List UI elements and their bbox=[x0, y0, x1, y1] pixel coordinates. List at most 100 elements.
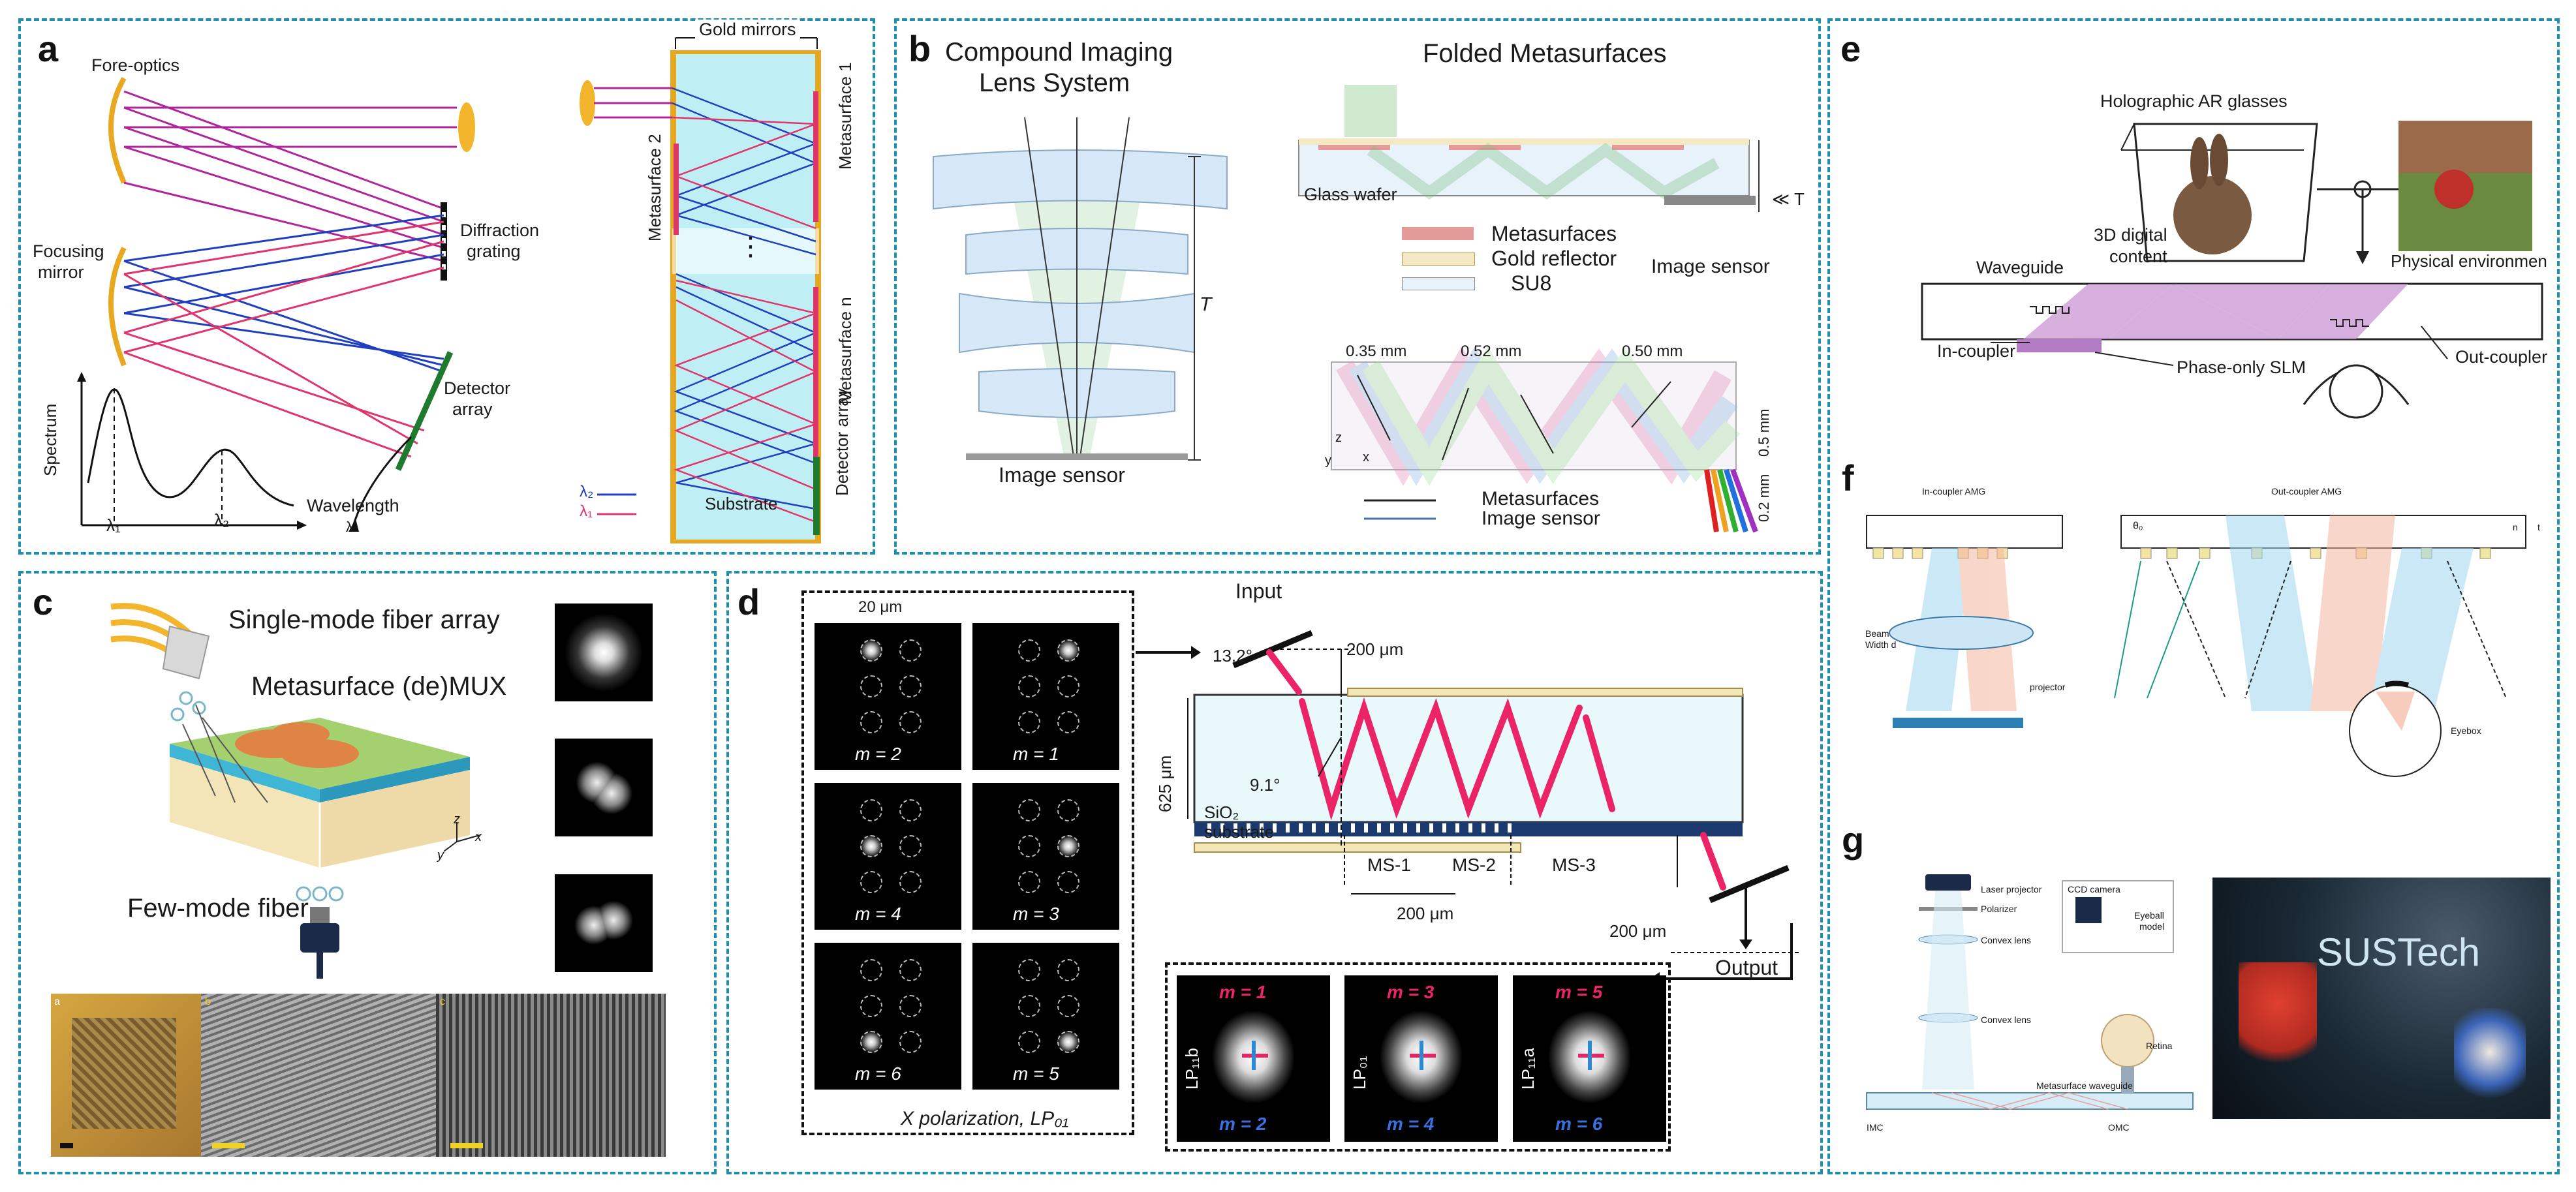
panel-c-label: c bbox=[33, 581, 54, 622]
axis-y-c: y bbox=[437, 848, 444, 863]
panel-a-label: a bbox=[38, 28, 59, 69]
panel-e bbox=[1827, 18, 2560, 1174]
micrograph-sub-a: a bbox=[54, 996, 60, 1007]
wavelength-axis-label: Wavelength bbox=[307, 496, 399, 515]
substrate-d-label: substrate bbox=[1204, 822, 1274, 842]
ccd-camera-label: CCD camera bbox=[2068, 884, 2120, 894]
legend2-metasurfaces: Metasurfaces bbox=[1482, 488, 1600, 510]
substrate-label: Substrate bbox=[705, 494, 778, 513]
folded-metasurface-diagram bbox=[1298, 85, 1760, 212]
upper-mirror bbox=[108, 77, 127, 184]
mode-spot bbox=[899, 639, 922, 662]
image-sensor-left-label: Image sensor bbox=[999, 463, 1125, 487]
mode-image-3 bbox=[555, 874, 653, 972]
focusing-mirror bbox=[108, 247, 127, 367]
mode-cell: m = 4 bbox=[815, 783, 961, 930]
detector-array-vertical-label: Detector array bbox=[832, 388, 852, 496]
mode-spot bbox=[899, 835, 922, 857]
mode-spot bbox=[1057, 675, 1079, 697]
diffraction-grating-label-1: Diffraction bbox=[460, 221, 540, 240]
mode-spot bbox=[899, 959, 922, 981]
mode-label: m = 2 bbox=[855, 744, 901, 764]
ms2-label: MS-2 bbox=[1452, 855, 1496, 875]
mode-spot bbox=[899, 675, 922, 697]
sustech-text: SUSTech bbox=[2317, 930, 2481, 974]
ellipsis-label: ⋮ bbox=[737, 232, 764, 261]
micrograph-c-scalebar bbox=[450, 1143, 483, 1148]
mode-spot bbox=[1018, 675, 1040, 697]
projector-label: projector bbox=[2030, 682, 2066, 692]
mode-spot bbox=[860, 835, 882, 857]
panel-a-folded-spectrometer bbox=[580, 37, 821, 543]
mode-spot bbox=[899, 871, 922, 893]
image-sensor-left-rect bbox=[966, 453, 1188, 460]
ll-tau-label: ≪ T bbox=[1772, 189, 1805, 209]
micrograph-c bbox=[436, 994, 666, 1157]
metasurface-1-label: Metasurface 1 bbox=[835, 62, 855, 170]
mode-spot bbox=[1018, 835, 1040, 857]
mode-image-2 bbox=[555, 739, 653, 836]
ms1-label: MS-1 bbox=[1367, 855, 1411, 875]
angle-91-label: 9.1° bbox=[1250, 775, 1280, 795]
mode-spot bbox=[1057, 1031, 1079, 1053]
mode-spot bbox=[1018, 959, 1040, 981]
dim-200-bottom-label: 200 μm bbox=[1397, 904, 1454, 923]
laser-projector-label: Laser projector bbox=[1981, 884, 2042, 894]
meta-waveguide-label: Metasurface waveguide bbox=[2036, 1080, 2133, 1091]
folded-metasurface-rays bbox=[1331, 346, 1758, 533]
legend-lambda2: λ₂ bbox=[580, 483, 594, 500]
beam-width-label-2: Width d bbox=[1865, 639, 1897, 650]
content-label-1: 3D digital bbox=[2094, 225, 2167, 245]
legend-su8: SU8 bbox=[1511, 271, 1552, 295]
dim-200-right-label: 200 μm bbox=[1609, 921, 1667, 941]
mode-spot bbox=[1018, 639, 1040, 662]
mode-spot bbox=[860, 675, 882, 697]
mode-spot bbox=[899, 1031, 922, 1053]
mode-spot bbox=[860, 639, 882, 662]
inset-top-label: m = 5 bbox=[1555, 982, 1603, 1002]
output-label: Output bbox=[1715, 956, 1778, 979]
panel-b bbox=[894, 18, 1821, 555]
axis-x-b: x bbox=[1363, 450, 1369, 465]
fore-optics-lens bbox=[458, 102, 475, 152]
mode-label: m = 3 bbox=[1013, 904, 1059, 924]
polarizer-label: Polarizer bbox=[1981, 904, 2017, 914]
mode-spot bbox=[1057, 799, 1079, 821]
lambda2-label: λ₂ bbox=[214, 510, 230, 530]
panel-d-label: d bbox=[737, 581, 760, 622]
panel-c-mux-diagram bbox=[110, 603, 480, 979]
scale-20-label: 20 μm bbox=[858, 598, 903, 616]
inset-lp-label: LP₁₁b bbox=[1182, 1048, 1202, 1090]
convex-lens-2-label: Convex lens bbox=[1981, 1015, 2032, 1025]
mode-spot bbox=[1018, 711, 1040, 733]
tau-label: T bbox=[1200, 294, 1212, 315]
panel-f-label: f bbox=[1842, 457, 1854, 498]
theta0-label: θ₀ bbox=[2133, 521, 2143, 532]
micrograph-sub-c: c bbox=[440, 996, 445, 1007]
diffraction-grating-label-2: grating bbox=[467, 241, 521, 261]
axis-x-c: x bbox=[475, 830, 482, 844]
panel-g-label: g bbox=[1842, 819, 1865, 861]
panel-a bbox=[18, 18, 875, 555]
eyeball-label-1: Eyeball bbox=[2134, 910, 2164, 921]
mode-spot bbox=[1057, 835, 1079, 857]
inset-arrow-vertical bbox=[1252, 1041, 1256, 1070]
mode-cell: m = 2 bbox=[815, 623, 961, 770]
mode-label: m = 1 bbox=[1013, 744, 1059, 764]
mode-spot bbox=[860, 799, 882, 821]
dim-200-top-label: 200 μm bbox=[1346, 639, 1404, 659]
lambda-axis-label: λ bbox=[346, 519, 353, 535]
x-polarization-label: X polarization, LP₀₁ bbox=[901, 1108, 1069, 1129]
panel-c bbox=[18, 571, 717, 1174]
metasurface-2-label: Metasurface 2 bbox=[645, 134, 664, 241]
dim-625-label: 625 μm bbox=[1155, 755, 1175, 812]
imc-label: IMC bbox=[1867, 1122, 1884, 1133]
single-mode-label: Single-mode fiber array bbox=[228, 605, 500, 634]
mode-spot bbox=[1018, 1031, 1040, 1053]
mode-spot bbox=[899, 995, 922, 1017]
legend-su8-swatch bbox=[1402, 277, 1475, 290]
waveguide-label: Waveguide bbox=[1976, 258, 2064, 277]
mode-grid-box bbox=[801, 590, 1134, 1135]
mode-label: m = 4 bbox=[855, 904, 901, 924]
